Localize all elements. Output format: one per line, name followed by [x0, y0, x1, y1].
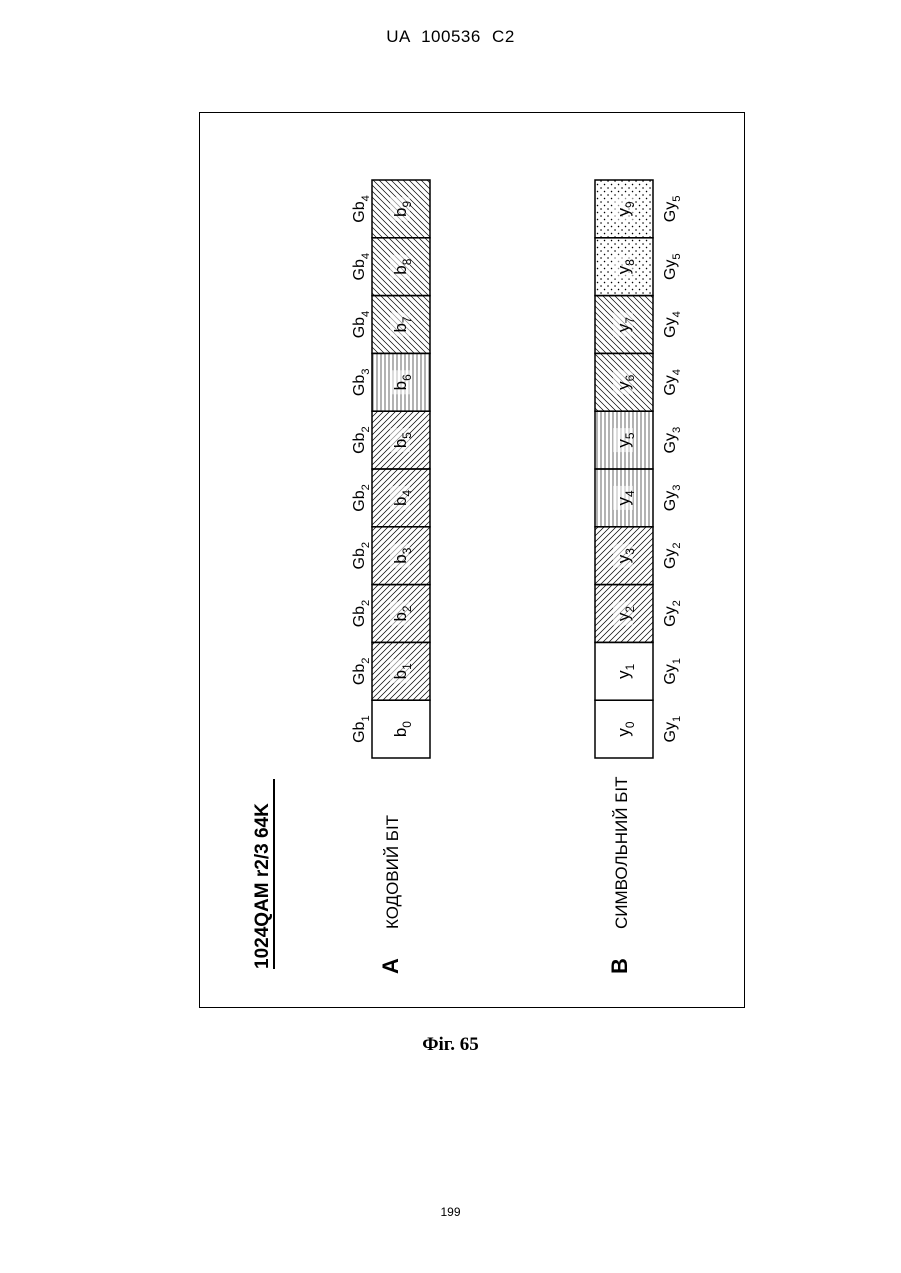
figure-frame: 1024QAM r2/3 64K A КОДОВИЙ БІТ B СИМВОЛЬ… [199, 112, 745, 1008]
code-bit-group-label: Gb2 [351, 426, 372, 454]
symbol-bit-group-label: Gy2 [662, 600, 683, 627]
symbol-bit-group-label: Gy3 [662, 427, 683, 454]
symbol-bit-group-label: Gy4 [662, 311, 683, 338]
code-bit-group-label: Gb4 [351, 195, 372, 223]
section-b-letter: B [607, 958, 632, 974]
symbol-bit-group-label: Gy1 [662, 658, 683, 685]
symbol-bit-row: y0Gy1y1Gy1y2Gy2y3Gy2y4Gy3y5Gy3y6Gy4y7Gy4… [595, 180, 683, 758]
page-number: 199 [0, 1205, 901, 1219]
section-b-label: СИМВОЛЬНИЙ БІТ [612, 777, 631, 929]
symbol-bit-group-label: Gy4 [662, 369, 683, 396]
code-bit-row: b0Gb1b1Gb2b2Gb2b3Gb2b4Gb2b5Gb2b6Gb3b7Gb4… [351, 180, 430, 758]
section-a-label: КОДОВИЙ БІТ [383, 815, 402, 929]
code-bit-group-label: Gb3 [351, 369, 372, 397]
code-bit-group-label: Gb2 [351, 658, 372, 686]
symbol-bit-group-label: Gy5 [662, 196, 683, 223]
symbol-bit-group-label: Gy2 [662, 542, 683, 569]
symbol-bit-group-label: Gy3 [662, 485, 683, 512]
code-bit-group-label: Gb4 [351, 311, 372, 339]
figure-caption: Фіг. 65 [0, 1034, 901, 1056]
figure-title: 1024QAM r2/3 64K [252, 803, 273, 969]
code-bit-group-label: Gb4 [351, 253, 372, 281]
code-bit-group-label: Gb2 [351, 542, 372, 570]
section-a-letter: A [378, 958, 403, 974]
code-bit-group-label: Gb2 [351, 484, 372, 512]
symbol-bit-group-label: Gy5 [662, 253, 683, 280]
code-bit-group-label: Gb1 [351, 715, 372, 743]
symbol-bit-group-label: Gy1 [662, 716, 683, 743]
code-bit-group-label: Gb2 [351, 600, 372, 628]
patent-header: UA 100536 C2 [0, 27, 901, 47]
bit-mapping-diagram: 1024QAM r2/3 64K A КОДОВИЙ БІТ B СИМВОЛЬ… [200, 113, 746, 1009]
